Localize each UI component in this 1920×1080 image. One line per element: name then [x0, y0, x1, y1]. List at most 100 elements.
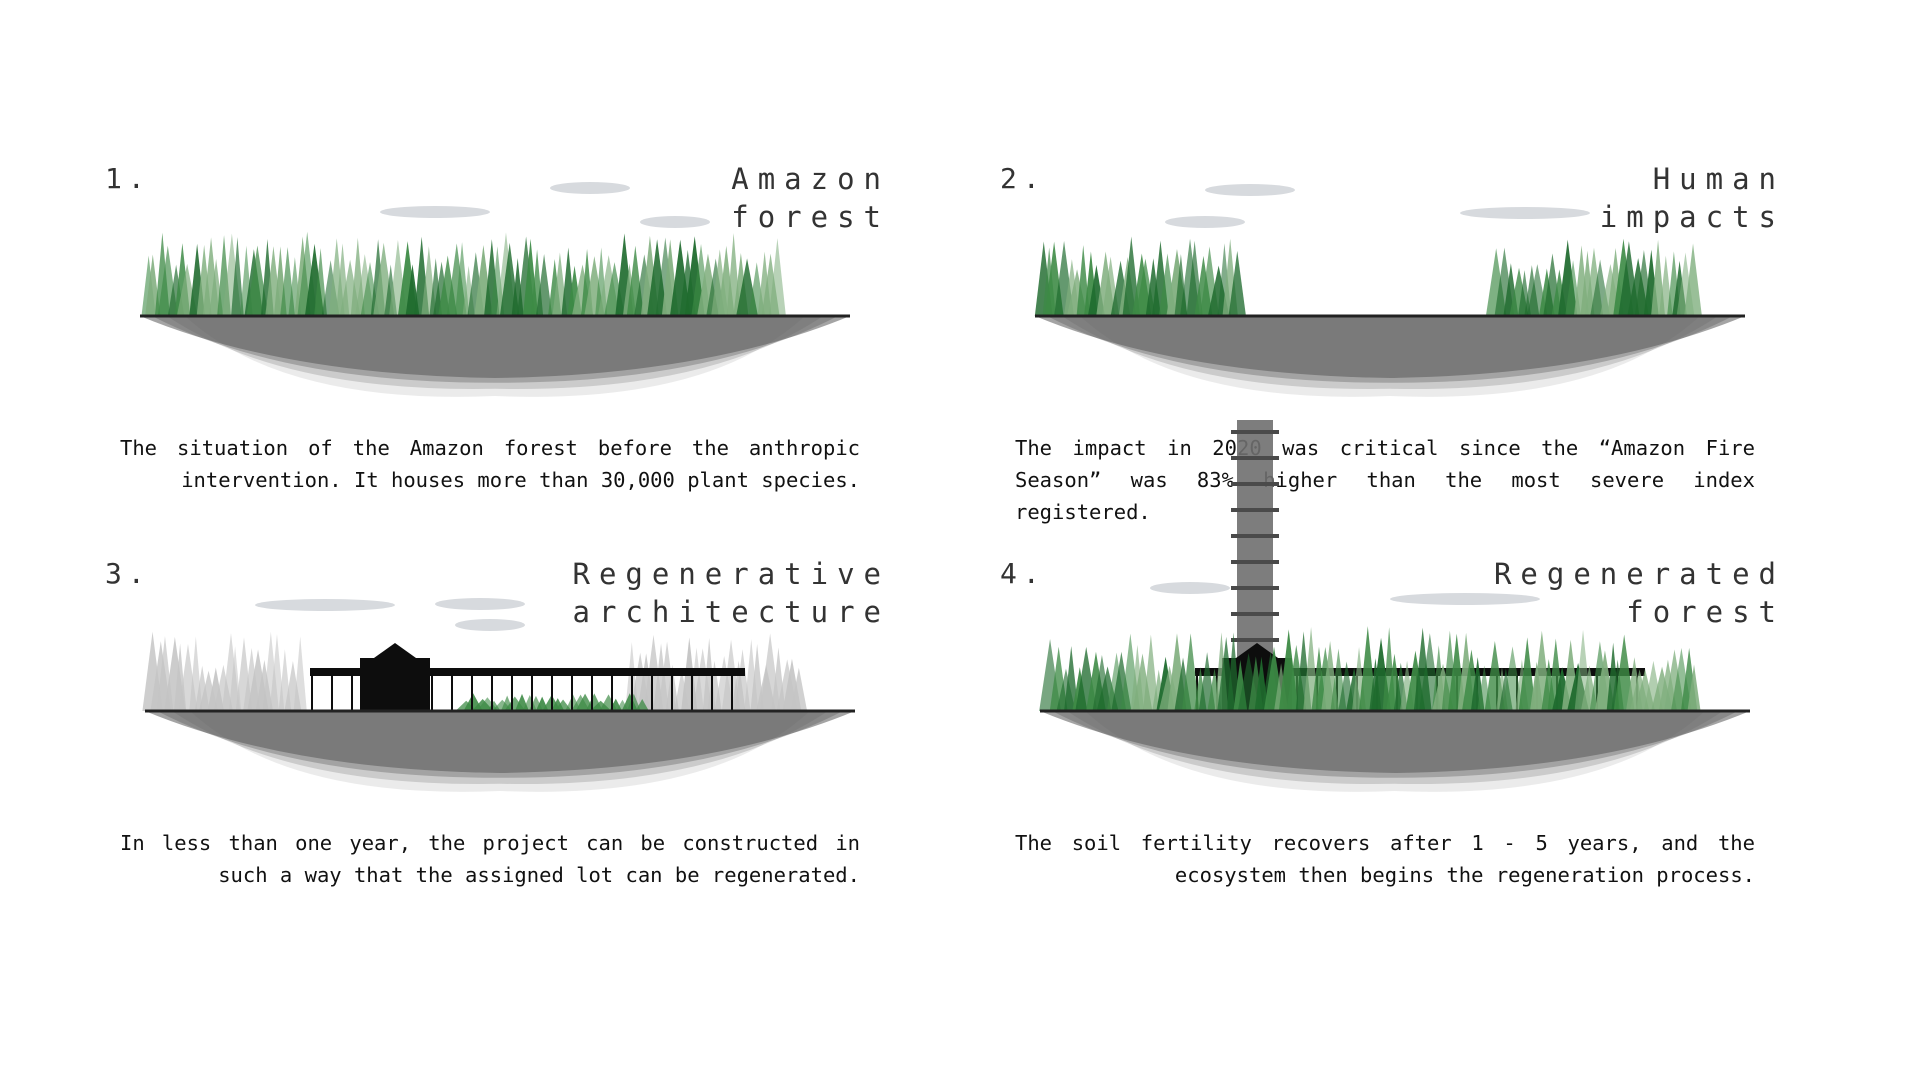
- panel-amazon-forest: 1. Amazon forest The situation of the Am…: [100, 150, 890, 550]
- soil-layer: [1085, 711, 1705, 792]
- caption-line-2: intervention. It houses more than 30,000…: [181, 468, 860, 492]
- cloud: [1390, 593, 1540, 605]
- roof-slab: [310, 668, 745, 676]
- panel-title: Regenerative architecture: [572, 555, 890, 631]
- panel-number: 2.: [1000, 162, 1046, 195]
- architecture-illustration: [142, 598, 855, 792]
- soil-layer: [1062, 316, 1718, 390]
- caption-line-1: The impact in 2020 was critical since th…: [1015, 436, 1755, 460]
- tree: [1228, 250, 1246, 316]
- panel-title-line-2: forest: [1626, 595, 1785, 629]
- cloud: [1150, 582, 1230, 594]
- tree: [314, 248, 328, 316]
- panel-title-line-1: Amazon: [731, 162, 890, 196]
- tree: [535, 254, 553, 316]
- panel-title: Regenerated forest: [1494, 555, 1785, 631]
- panel-number: 3.: [105, 557, 151, 590]
- tree: [1687, 664, 1701, 711]
- panel-caption: The situation of the Amazon forest befor…: [120, 432, 860, 496]
- tower-floor: [1231, 508, 1279, 512]
- soil-mound: [140, 316, 850, 397]
- caption-line-1: The situation of the Amazon forest befor…: [120, 436, 860, 460]
- soil-mound: [145, 711, 855, 792]
- soil-layer: [167, 316, 823, 390]
- cloud-group: [255, 598, 525, 631]
- regenerated-illustration: [1039, 420, 1750, 792]
- tree: [768, 238, 786, 316]
- tower-floor: [1231, 534, 1279, 538]
- panel-title: Human impacts: [1600, 160, 1785, 236]
- deforested-illustration: [1034, 184, 1745, 397]
- soil-layer: [1040, 711, 1750, 773]
- cloud-group: [1150, 582, 1540, 605]
- soil-layer: [185, 316, 805, 397]
- cloud-group: [380, 182, 710, 228]
- cloud: [435, 598, 525, 610]
- tree: [1684, 243, 1702, 316]
- cloud: [455, 619, 525, 631]
- panel-human-impacts: 2. Human impacts The impact in 2020 was …: [995, 150, 1785, 550]
- tower-floor: [1231, 586, 1279, 590]
- tree: [1143, 634, 1159, 711]
- tower-floor: [1231, 430, 1279, 434]
- tree: [790, 667, 808, 711]
- panel-regenerated-forest: 4. Regenerated forest The soil fertility…: [995, 420, 1785, 945]
- panel-number: 4.: [1000, 557, 1046, 590]
- cloud: [640, 216, 710, 228]
- tower-floor: [1231, 560, 1279, 564]
- tree-row: [142, 631, 808, 711]
- panel-caption: In less than one year, the project can b…: [120, 827, 860, 891]
- cloud: [1460, 207, 1590, 219]
- tree: [626, 693, 641, 711]
- core-volume: [360, 658, 430, 711]
- tree: [1064, 645, 1079, 711]
- tower-floor: [1231, 482, 1279, 486]
- soil-layer: [157, 711, 843, 778]
- soil-layer: [1080, 316, 1700, 397]
- soil-layer: [1052, 711, 1738, 778]
- tree: [293, 636, 307, 711]
- tree-row: [141, 231, 786, 316]
- tree: [231, 237, 244, 316]
- cloud: [255, 599, 395, 611]
- soil-layer: [152, 316, 838, 383]
- tower-floor: [1231, 638, 1279, 642]
- soil-layer: [1067, 711, 1723, 785]
- panel-caption: The impact in 2020 was critical since th…: [1015, 432, 1755, 528]
- panel-title-line-1: Human: [1652, 162, 1785, 196]
- cloud: [1205, 184, 1295, 196]
- caption-line-2: such a way that the assigned lot can be …: [218, 863, 860, 887]
- soil-mound: [1040, 711, 1750, 792]
- tower-shaft: [1237, 420, 1273, 670]
- caption-line-1: The soil fertility recovers after 1 - 5 …: [1015, 831, 1755, 855]
- observation-tower: [1231, 420, 1279, 670]
- soil-layer: [145, 711, 855, 773]
- soil-layer: [172, 711, 828, 785]
- tree-row: [1034, 236, 1702, 316]
- panel-title-line-2: architecture: [572, 595, 890, 629]
- caption-line-1: In less than one year, the project can b…: [120, 831, 860, 855]
- soil-layer: [190, 711, 810, 792]
- soil-layer: [1035, 316, 1745, 378]
- cloud: [550, 182, 630, 194]
- caption-line-2: Season” was 83% higher than the most sev…: [1015, 468, 1755, 524]
- tower-floor: [1231, 456, 1279, 460]
- panel-regenerative-architecture: 3. Regenerative architecture In less tha…: [100, 545, 890, 945]
- soil-mound: [1035, 316, 1745, 397]
- tree: [1518, 637, 1536, 711]
- cloud: [1165, 216, 1245, 228]
- tree-row: [1039, 626, 1701, 711]
- panel-title-line-1: Regenerative: [572, 557, 890, 591]
- forest-illustration: [140, 182, 850, 397]
- panel-title-line-2: impacts: [1599, 200, 1785, 234]
- tree: [1181, 633, 1200, 711]
- pavilion-building: [310, 643, 745, 711]
- soil-layer: [1047, 316, 1733, 383]
- panel-number: 1.: [105, 162, 151, 195]
- cloud: [380, 206, 490, 218]
- panel-title-line-1: Regenerated: [1493, 557, 1785, 591]
- soil-layer: [140, 316, 850, 378]
- panel-title-line-2: forest: [731, 200, 890, 234]
- tree: [635, 698, 649, 711]
- panel-caption: The soil fertility recovers after 1 - 5 …: [1015, 827, 1755, 891]
